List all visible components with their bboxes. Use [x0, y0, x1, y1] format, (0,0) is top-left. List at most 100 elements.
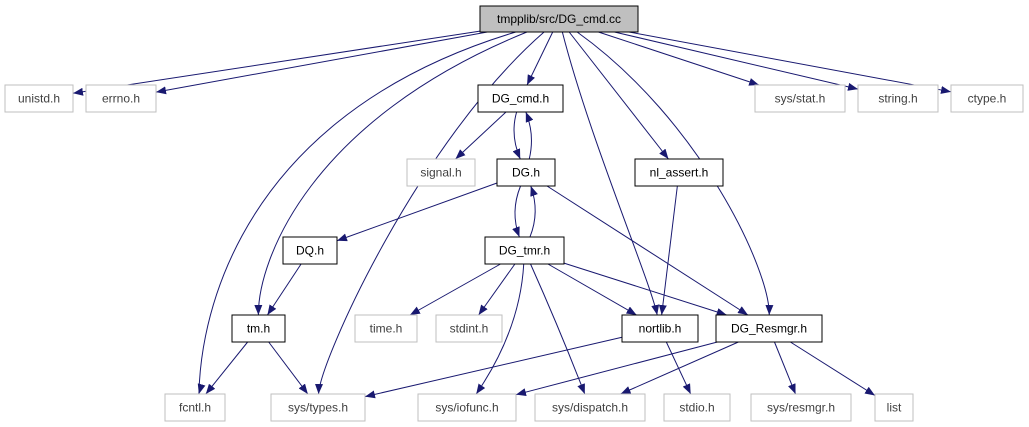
edge-root-to-dgcmdh	[526, 31, 554, 86]
node-label: sys/stat.h	[775, 92, 826, 106]
node-box	[663, 393, 731, 422]
edge-dgh-to-dgcmdh	[525, 111, 534, 160]
node-sysresmgr: sys/resmgr.h	[750, 393, 852, 422]
edge-root-to-string	[614, 31, 859, 91]
node-box	[715, 314, 823, 343]
node-box	[479, 5, 639, 33]
node-label: fcntl.h	[179, 401, 211, 415]
node-label: sys/types.h	[288, 401, 348, 415]
node-label: tm.h	[247, 322, 270, 336]
edge-dgtmr-to-nortlib	[547, 263, 637, 316]
node-label: signal.h	[420, 166, 461, 180]
edge-root-to-systypes	[315, 31, 545, 395]
node-box	[950, 84, 1024, 113]
node-dgtmr[interactable]: DG_tmr.h	[484, 236, 565, 265]
edge-dqh-to-tmh	[266, 263, 302, 316]
node-box	[406, 158, 476, 187]
node-dqh[interactable]: DQ.h	[282, 236, 338, 265]
node-label: errno.h	[102, 92, 140, 106]
node-label: sys/iofunc.h	[435, 401, 498, 415]
edge-dgh-to-resmgrh	[546, 185, 749, 316]
node-label: stdint.h	[450, 322, 489, 336]
node-stdio: stdio.h	[663, 393, 731, 422]
node-label: DQ.h	[296, 244, 324, 258]
node-box	[231, 314, 286, 343]
edge-dgtmr-to-sysdispatch	[530, 263, 586, 395]
edge-tmh-to-fcntl	[205, 341, 249, 395]
node-box	[354, 314, 418, 343]
node-stdint: stdint.h	[435, 314, 503, 343]
node-box	[164, 393, 226, 422]
node-label: DG_cmd.h	[492, 92, 549, 106]
node-box	[874, 393, 914, 422]
node-string: string.h	[857, 84, 939, 113]
edge-dgtmr-to-resmgrh	[563, 262, 727, 316]
node-errno: errno.h	[85, 84, 157, 113]
node-box	[270, 393, 366, 422]
node-label: ctype.h	[968, 92, 1007, 106]
node-label: time.h	[370, 322, 403, 336]
node-dgcmdh[interactable]: DG_cmd.h	[477, 84, 564, 113]
node-label: sys/resmgr.h	[767, 401, 835, 415]
edge-dgh-to-dqh	[336, 182, 498, 242]
node-label: tmpplib/src/DG_cmd.cc	[497, 12, 621, 26]
node-box	[496, 158, 556, 187]
edge-dgtmr-to-dgh	[529, 185, 538, 238]
node-box	[857, 84, 939, 113]
edge-dgh-to-dgtmr	[512, 185, 521, 238]
node-resmgrh[interactable]: DG_Resmgr.h	[715, 314, 823, 343]
node-box	[484, 236, 565, 265]
edge-resmgrh-to-sysiofunc	[515, 341, 718, 397]
edge-root-to-unistd	[72, 30, 481, 96]
edge-dgcmdh-to-dgh	[512, 111, 521, 160]
node-label: nl_assert.h	[650, 166, 709, 180]
edge-root-to-nlassert	[568, 31, 669, 160]
node-root[interactable]: tmpplib/src/DG_cmd.cc	[479, 5, 639, 33]
edge-nlassert-to-nortlib	[658, 185, 678, 316]
edge-root-to-errno	[155, 31, 488, 95]
node-box	[477, 84, 564, 113]
node-box	[621, 314, 699, 343]
node-list: list	[874, 393, 914, 422]
node-sysstat: sys/stat.h	[754, 84, 846, 113]
edge-root-to-fcntl	[197, 31, 516, 395]
node-tmh[interactable]: tm.h	[231, 314, 286, 343]
node-timeh: time.h	[354, 314, 418, 343]
node-signal: signal.h	[406, 158, 476, 187]
node-systypes: sys/types.h	[270, 393, 366, 422]
node-nortlib[interactable]: nortlib.h	[621, 314, 699, 343]
node-box	[435, 314, 503, 343]
edge-root-to-ctype	[628, 31, 952, 94]
node-box	[634, 158, 724, 187]
node-label: DG_Resmgr.h	[731, 322, 807, 336]
node-label: stdio.h	[679, 401, 714, 415]
node-label: nortlib.h	[639, 322, 682, 336]
node-box	[4, 84, 74, 113]
node-box	[754, 84, 846, 113]
node-sysiofunc: sys/iofunc.h	[417, 393, 517, 422]
node-label: string.h	[878, 92, 917, 106]
node-box	[417, 393, 517, 422]
edge-root-to-resmgrh	[576, 31, 774, 316]
node-dgh[interactable]: DG.h	[496, 158, 556, 187]
node-label: DG_tmr.h	[499, 244, 550, 258]
node-label: list	[887, 401, 902, 415]
edge-tmh-to-systypes	[268, 341, 309, 395]
edge-resmgrh-to-sysresmgr	[774, 341, 796, 395]
node-box	[534, 393, 646, 422]
edge-resmgrh-to-sysdispatch	[620, 341, 739, 395]
edge-root-to-nortlib	[561, 31, 660, 316]
node-box	[85, 84, 157, 113]
node-sysdispatch: sys/dispatch.h	[534, 393, 646, 422]
node-box	[750, 393, 852, 422]
node-fcntl: fcntl.h	[164, 393, 226, 422]
edge-nortlib-to-systypes	[364, 336, 623, 399]
edge-dgtmr-to-sysiofunc	[475, 263, 525, 395]
node-label: sys/dispatch.h	[552, 401, 628, 415]
edge-dgcmdh-to-signal	[455, 111, 507, 160]
edge-dgtmr-to-stdint	[478, 263, 516, 316]
node-nlassert[interactable]: nl_assert.h	[634, 158, 724, 187]
edge-dgtmr-to-timeh	[409, 263, 501, 316]
